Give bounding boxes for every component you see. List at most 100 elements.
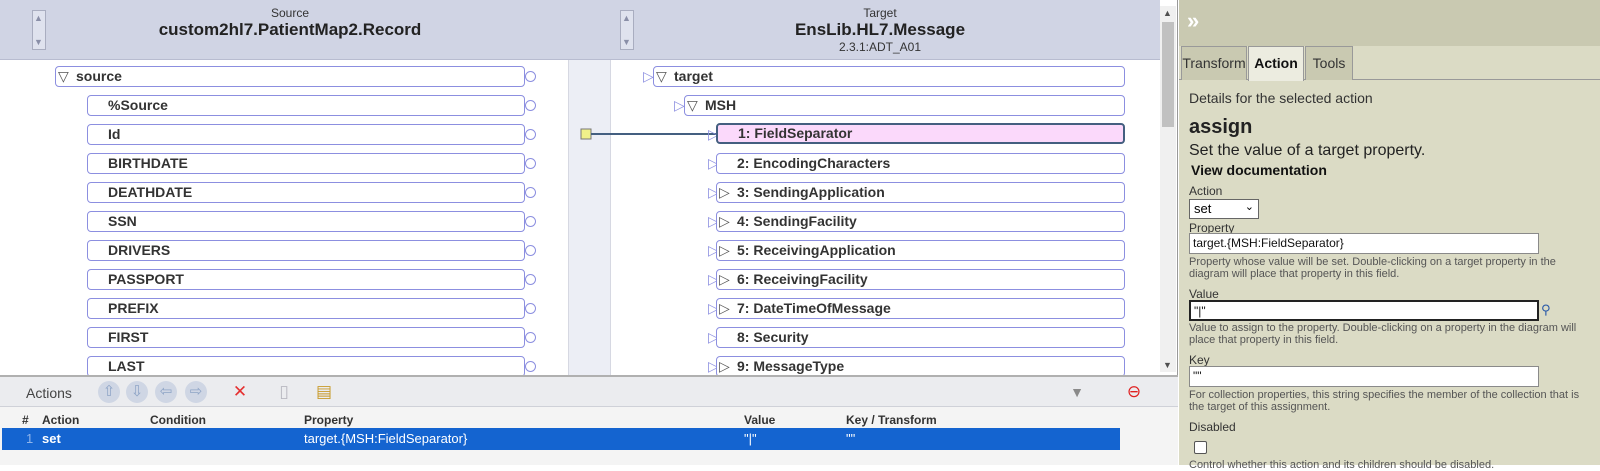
expand-triangle-icon[interactable]: ▷ <box>719 271 730 287</box>
target-port-icon[interactable]: ▷ <box>708 184 719 200</box>
expand-triangle-icon[interactable]: ▷ <box>719 300 730 316</box>
target-node[interactable]: ▷6: ReceivingFacility <box>716 269 1125 290</box>
move-down-icon[interactable]: ⇩ <box>126 381 148 403</box>
target-node[interactable]: ▷5: ReceivingApplication <box>716 240 1125 261</box>
target-node[interactable]: ▷ 3: SendingApplication <box>716 182 1125 203</box>
sidebar-tabs: Transform Action Tools <box>1179 46 1600 81</box>
expand-triangle-icon[interactable]: ▷ <box>719 213 730 229</box>
source-port[interactable] <box>525 245 536 256</box>
target-port-icon[interactable]: ▷ <box>643 68 654 84</box>
source-node[interactable]: LAST <box>87 356 525 375</box>
actions-title: Actions <box>26 385 72 401</box>
source-node[interactable]: DRIVERS <box>87 240 525 261</box>
source-port[interactable] <box>525 100 536 111</box>
target-node-selected[interactable]: 1: FieldSeparator <box>716 123 1125 144</box>
row-key: "" <box>846 431 856 446</box>
source-port[interactable] <box>525 71 536 82</box>
filter-icon[interactable]: ▼ <box>1070 384 1084 400</box>
expand-triangle-icon[interactable]: ▷ <box>719 184 730 200</box>
source-port[interactable] <box>525 216 536 227</box>
scroll-down-arrow-icon[interactable]: ▼ <box>1163 360 1172 370</box>
source-port[interactable] <box>525 187 536 198</box>
target-scroll-buttons[interactable]: ▲▼ <box>620 10 634 50</box>
source-scroll-buttons[interactable]: ▲▼ <box>32 10 46 50</box>
source-port[interactable] <box>525 158 536 169</box>
node-label: SSN <box>108 213 137 229</box>
tab-transform[interactable]: Transform <box>1181 46 1247 80</box>
diagram-scrollbar[interactable]: ▲ ▼ <box>1160 6 1176 372</box>
property-input[interactable]: target.{MSH:FieldSeparator} <box>1189 233 1539 254</box>
source-node[interactable]: DEATHDATE <box>87 182 525 203</box>
tab-tools[interactable]: Tools <box>1305 46 1353 80</box>
move-up-icon[interactable]: ⇧ <box>98 381 120 403</box>
tab-action[interactable]: Action <box>1248 46 1304 81</box>
expand-triangle-icon[interactable]: ▷ <box>719 358 730 374</box>
scroll-down-icon[interactable]: ▼ <box>622 37 631 47</box>
source-node[interactable]: PREFIX <box>87 298 525 319</box>
actions-toolbar: Actions ⇧ ⇩ ⇦ ⇨ ✕ ▯ ▤ ▼ ⊖ <box>0 377 1178 407</box>
source-node[interactable]: SSN <box>87 211 525 232</box>
node-label: 3: SendingApplication <box>737 184 885 200</box>
source-port[interactable] <box>525 361 536 372</box>
action-select[interactable]: set⌄ <box>1189 199 1259 219</box>
source-class-title: custom2hl7.PatientMap2.Record <box>158 20 422 39</box>
source-node[interactable]: %Source <box>87 95 525 116</box>
copy-icon[interactable]: ▯ <box>279 382 289 401</box>
scroll-up-arrow-icon[interactable]: ▲ <box>1163 8 1172 18</box>
target-node[interactable]: ▷4: SendingFacility <box>716 211 1125 232</box>
expand-triangle-icon[interactable]: ▷ <box>719 242 730 258</box>
target-node[interactable]: 8: Security <box>716 327 1125 348</box>
collapse-triangle-icon[interactable]: ▽ <box>687 97 698 113</box>
disabled-checkbox[interactable] <box>1194 441 1207 454</box>
scroll-down-icon[interactable]: ▼ <box>34 37 43 47</box>
action-row-selected[interactable]: 1 set target.{MSH:FieldSeparator} "|" "" <box>2 428 1120 450</box>
paste-icon[interactable]: ▤ <box>315 382 333 401</box>
column-header-action: Action <box>42 413 80 427</box>
mapping-link[interactable] <box>580 128 720 140</box>
source-port[interactable] <box>525 274 536 285</box>
target-port-icon[interactable]: ▷ <box>708 271 719 287</box>
link-handle[interactable] <box>580 128 592 140</box>
target-node[interactable]: ▷7: DateTimeOfMessage <box>716 298 1125 319</box>
source-node[interactable]: PASSPORT <box>87 269 525 290</box>
source-node[interactable]: FIRST <box>87 327 525 348</box>
collapse-triangle-icon[interactable]: ▽ <box>656 68 667 84</box>
column-header-num: # <box>22 413 29 427</box>
source-port[interactable] <box>525 129 536 140</box>
magnifier-icon[interactable]: ⚲ <box>1541 302 1551 317</box>
delete-icon[interactable]: ✕ <box>232 382 248 401</box>
target-port-icon[interactable]: ▷ <box>708 126 719 142</box>
target-node[interactable]: ▽MSH <box>684 95 1125 116</box>
scroll-up-icon[interactable]: ▲ <box>622 13 631 23</box>
target-port-icon[interactable]: ▷ <box>708 300 719 316</box>
action-label: Action <box>1189 184 1223 198</box>
target-port-icon[interactable]: ▷ <box>708 329 719 345</box>
target-port-icon[interactable]: ▷ <box>708 358 719 374</box>
collapse-triangle-icon[interactable]: ▽ <box>58 68 69 84</box>
double-chevron-icon[interactable]: » <box>1187 8 1200 33</box>
scroll-up-icon[interactable]: ▲ <box>34 13 43 23</box>
source-node[interactable]: ▽ source <box>55 66 525 87</box>
property-label: Property <box>1189 221 1235 235</box>
key-input[interactable]: "" <box>1189 366 1539 387</box>
target-node[interactable]: ▽target <box>653 66 1125 87</box>
source-node[interactable]: Id <box>87 124 525 145</box>
source-port[interactable] <box>525 303 536 314</box>
view-documentation-link[interactable]: View documentation <box>1191 162 1327 178</box>
target-port-icon[interactable]: ▷ <box>708 213 719 229</box>
source-node[interactable]: BIRTHDATE <box>87 153 525 174</box>
scrollbar-thumb[interactable] <box>1162 22 1174 127</box>
target-node[interactable]: ▷9: MessageType <box>716 356 1125 375</box>
value-input[interactable]: "|" <box>1189 300 1539 321</box>
target-port-icon[interactable]: ▷ <box>674 97 685 113</box>
delete-all-icon[interactable]: ⊖ <box>1126 382 1142 401</box>
move-left-icon[interactable]: ⇦ <box>155 381 177 403</box>
node-label: 1: FieldSeparator <box>738 125 853 141</box>
node-label: source <box>76 68 122 84</box>
move-right-icon[interactable]: ⇨ <box>185 381 207 403</box>
target-node[interactable]: 2: EncodingCharacters <box>716 153 1125 174</box>
target-port-icon[interactable]: ▷ <box>708 242 719 258</box>
chevron-down-icon: ⌄ <box>1244 201 1254 213</box>
source-port[interactable] <box>525 332 536 343</box>
target-port-icon[interactable]: ▷ <box>708 155 719 171</box>
